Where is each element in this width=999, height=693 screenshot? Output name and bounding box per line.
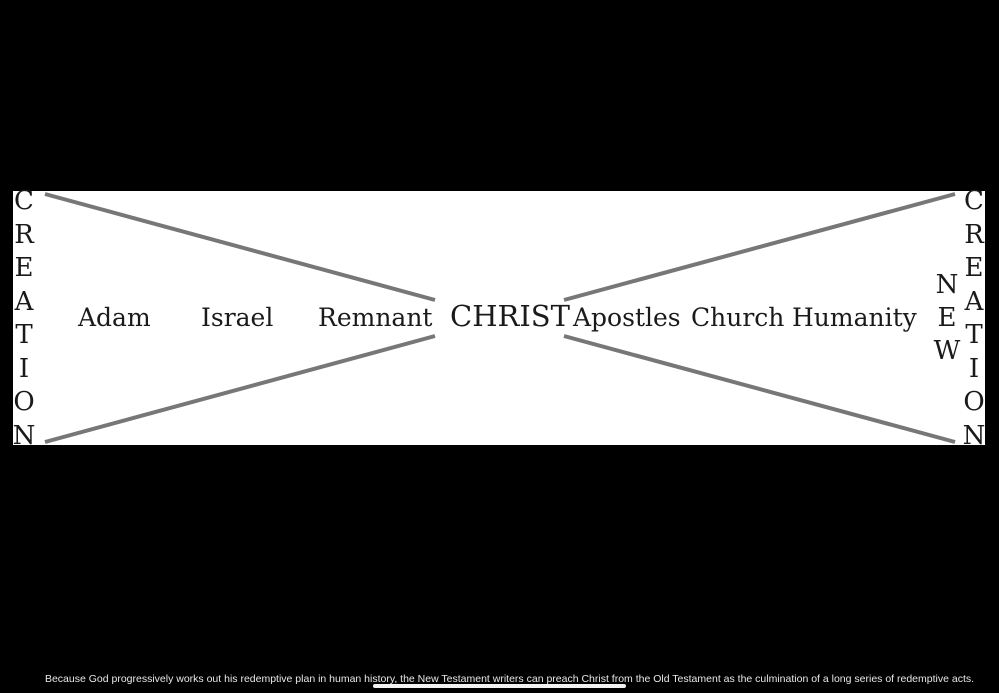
caption: Because God progressively works out his … bbox=[44, 673, 975, 685]
node-remnant: Remnant bbox=[318, 303, 433, 332]
node-israel: Israel bbox=[201, 303, 274, 332]
node-humanity: Humanity bbox=[792, 303, 917, 332]
vertical-letter: I bbox=[18, 353, 30, 384]
vertical-letter: E bbox=[937, 303, 957, 333]
vertical-letter: O bbox=[963, 387, 985, 417]
vertical-letter: T bbox=[15, 320, 33, 350]
vertical-letter: I bbox=[968, 353, 980, 384]
vertical-letter: A bbox=[14, 286, 34, 317]
vertical-letter: E bbox=[964, 253, 984, 283]
vertical-letter: T bbox=[965, 320, 983, 350]
vertical-letter: A bbox=[964, 286, 984, 317]
vertical-letter: R bbox=[964, 219, 984, 250]
vertical-letter: N bbox=[12, 420, 36, 451]
vertical-letter: N bbox=[962, 420, 986, 451]
vertical-letter: W bbox=[933, 336, 961, 366]
node-christ: CHRIST bbox=[450, 299, 570, 333]
home-indicator[interactable] bbox=[373, 684, 626, 688]
node-adam: Adam bbox=[78, 303, 151, 332]
hourglass-lines bbox=[44, 192, 956, 444]
vertical-letter: N bbox=[935, 270, 959, 300]
vertical-letter: O bbox=[13, 387, 35, 417]
vertical-letter: E bbox=[14, 253, 34, 283]
vertical-letter: C bbox=[964, 186, 984, 216]
vertical-letter: R bbox=[14, 219, 34, 250]
vertical-letter: C bbox=[14, 186, 34, 216]
node-apostles: Apostles bbox=[573, 303, 681, 332]
node-church: Church bbox=[691, 303, 785, 332]
